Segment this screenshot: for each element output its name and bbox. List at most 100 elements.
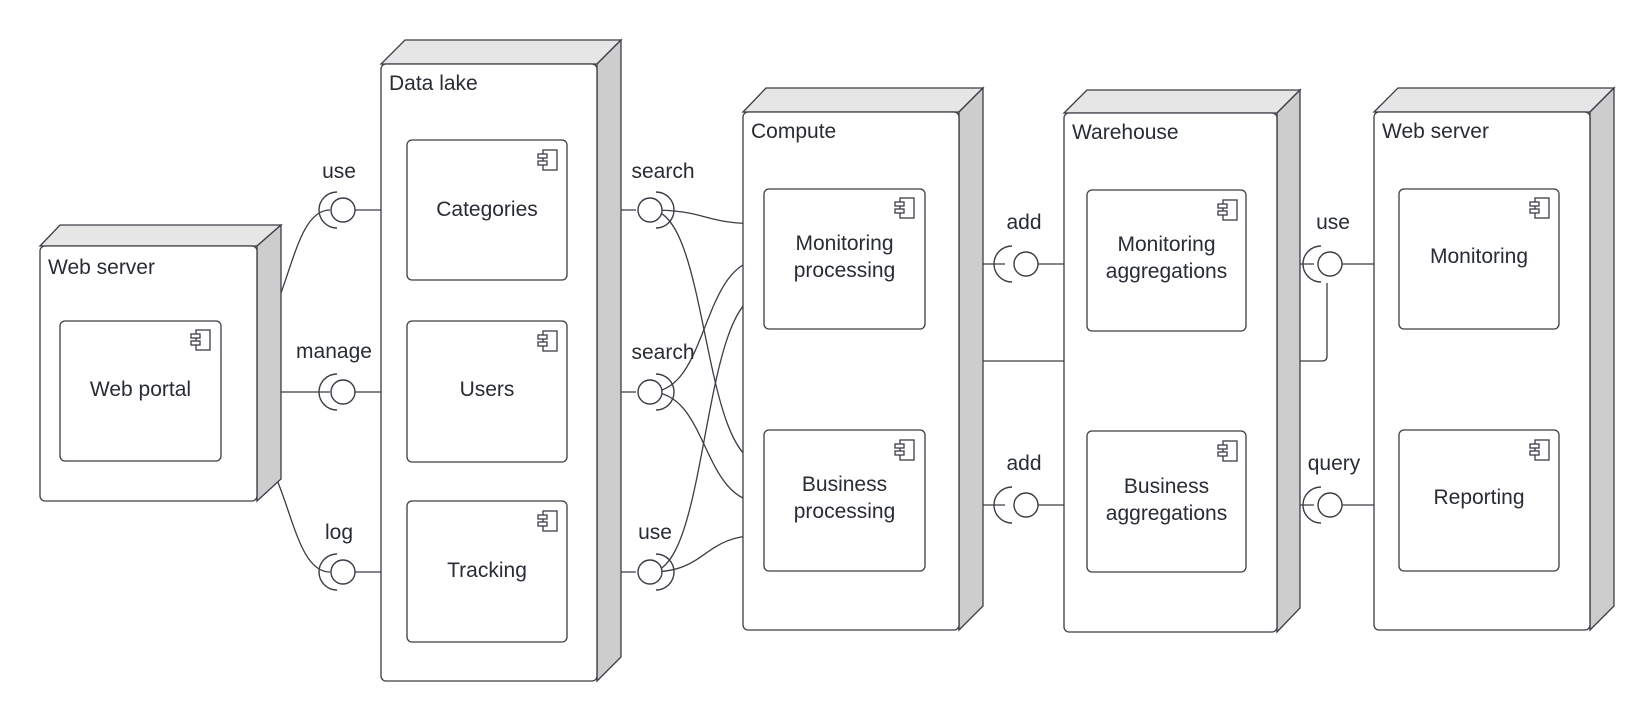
interface-log-tracking[interactable]: log [318, 521, 356, 591]
component-monitoring-processing[interactable]: Monitoring processing [763, 188, 926, 330]
component-icon [537, 149, 558, 171]
component-icon [190, 329, 211, 351]
lollipop-ball [637, 379, 663, 405]
component-label: processing [794, 259, 896, 282]
component-label: Users [460, 378, 515, 401]
component-label: Monitoring [795, 232, 893, 255]
component-icon [894, 439, 915, 461]
interface-label: search [631, 160, 694, 183]
lollipop-ball [637, 559, 663, 585]
socket-arc [1302, 245, 1322, 283]
node-top-face [38, 224, 283, 247]
node-top-face [741, 87, 985, 113]
component-icon [1529, 439, 1550, 461]
interface-label: log [325, 521, 353, 544]
node-top-face [379, 39, 623, 65]
node-title: Warehouse [1072, 121, 1179, 144]
node-side-face [1589, 86, 1615, 632]
interface-manage-users[interactable]: manage [296, 340, 372, 411]
component-monitoring[interactable]: Monitoring [1398, 188, 1560, 330]
component-label: Tracking [447, 559, 527, 582]
interface-label: use [1316, 211, 1350, 234]
socket-arc [993, 245, 1013, 283]
component-label: processing [794, 500, 896, 523]
interface-search-categories[interactable]: search [631, 160, 695, 229]
component-label: Categories [436, 198, 538, 221]
interface-use-categories[interactable]: use [318, 160, 356, 229]
node-title: Web server [1382, 120, 1489, 143]
interface-label: use [638, 521, 672, 544]
component-tracking[interactable]: Tracking [406, 500, 568, 643]
component-icon [894, 197, 915, 219]
wire-bp-search-categories [649, 209, 765, 465]
interface-add-business[interactable]: add [993, 452, 1042, 524]
component-label: aggregations [1106, 502, 1227, 525]
interface-label: manage [296, 340, 372, 363]
component-icon [537, 330, 558, 352]
component-categories[interactable]: Categories [406, 139, 568, 281]
component-reporting[interactable]: Reporting [1398, 429, 1560, 572]
node-title: Data lake [389, 72, 478, 95]
component-icon [1217, 440, 1238, 462]
component-business-aggregations[interactable]: Business aggregations [1086, 430, 1247, 573]
interface-use-tracking[interactable]: use [637, 521, 675, 591]
socket-arc [318, 191, 338, 229]
interface-label: search [631, 341, 694, 364]
component-label: Business [1124, 475, 1209, 498]
component-web-portal[interactable]: Web portal [59, 320, 222, 462]
component-monitoring-aggregations[interactable]: Monitoring aggregations [1086, 189, 1247, 332]
component-label: Web portal [90, 378, 191, 401]
component-users[interactable]: Users [406, 320, 568, 463]
component-label: Business [802, 473, 887, 496]
interface-query-reporting[interactable]: query [1302, 452, 1361, 524]
lollipop-ball [1013, 251, 1039, 277]
lollipop-ball [1013, 492, 1039, 518]
component-business-processing[interactable]: Business processing [763, 429, 926, 572]
component-box [59, 320, 222, 462]
socket-arc [318, 553, 338, 591]
interface-label: add [1006, 211, 1041, 234]
component-box [1086, 430, 1247, 573]
interface-label: add [1006, 452, 1041, 475]
node-side-face [256, 223, 282, 503]
socket-arc [655, 553, 675, 591]
node-top-face [1062, 89, 1302, 114]
component-label: aggregations [1106, 260, 1227, 283]
component-box [763, 429, 926, 572]
node-title: Web server [48, 256, 155, 279]
component-box [763, 188, 926, 330]
interface-label: use [322, 160, 356, 183]
socket-arc [993, 486, 1013, 524]
node-top-face [1372, 87, 1616, 113]
interface-search-users[interactable]: search [631, 341, 695, 411]
lollipop-ball [637, 197, 663, 223]
component-box [1398, 188, 1560, 330]
lollipop-ball [330, 197, 356, 223]
lollipop-ball [330, 379, 356, 405]
socket-arc [1302, 486, 1322, 524]
socket-arc [318, 373, 338, 411]
interface-add-monitoring[interactable]: add [993, 211, 1042, 283]
component-icon [1529, 197, 1550, 219]
lollipop-ball [1317, 251, 1343, 277]
node-side-face [1276, 88, 1301, 634]
component-box [406, 500, 568, 643]
component-box [406, 320, 568, 463]
component-box [1398, 429, 1560, 572]
component-label: Monitoring [1117, 233, 1215, 256]
socket-arc [655, 191, 675, 229]
component-box [1086, 189, 1247, 332]
node-side-face [958, 86, 984, 632]
lollipop-ball [330, 559, 356, 585]
interface-label: query [1308, 452, 1361, 475]
socket-arc [655, 373, 675, 411]
node-side-face [596, 38, 622, 683]
component-icon [1217, 199, 1238, 221]
component-label: Reporting [1433, 486, 1524, 509]
interface-use-monitoring[interactable]: use [1302, 211, 1350, 283]
component-label: Monitoring [1430, 245, 1528, 268]
component-icon [537, 510, 558, 532]
component-box [406, 139, 568, 281]
wire-mp-use-tracking [649, 293, 765, 573]
